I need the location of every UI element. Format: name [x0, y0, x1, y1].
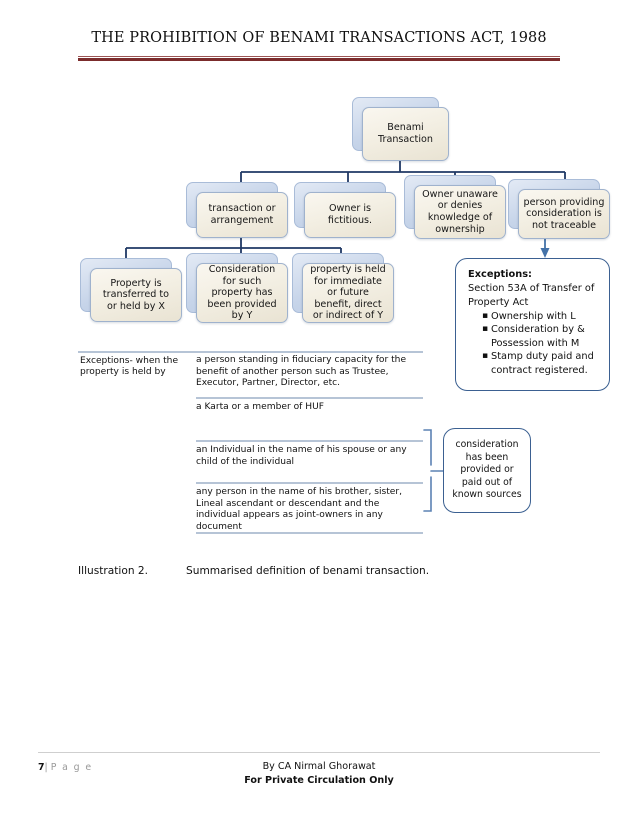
- footer-page-indicator: 7| P a g e: [38, 762, 93, 773]
- footer-center-block: By CA Nirmal Ghorawat For Private Circul…: [38, 760, 600, 787]
- table-left-header: Exceptions- when the property is held by: [80, 356, 179, 378]
- node-front-layer: transaction or arrangement: [196, 192, 288, 238]
- table-row: an Individual in the name of his spouse …: [196, 445, 407, 467]
- node-front-layer: property is held for immediate or future…: [302, 263, 394, 323]
- table-top-rule: [78, 351, 423, 353]
- exceptions-line-2: Property Act: [468, 297, 529, 308]
- table-row-separator: [196, 397, 423, 399]
- node-consideration-not-traceable[interactable]: person providing consideration is not tr…: [508, 179, 610, 239]
- footer-notice: For Private Circulation Only: [244, 774, 394, 786]
- table-bottom-rule: [196, 532, 423, 534]
- footer-rule: [38, 752, 600, 753]
- node-benami-transaction[interactable]: Benami Transaction: [352, 97, 449, 161]
- caption-text: Summarised definition of benami transact…: [186, 565, 430, 577]
- node-label: Owner unaware or denies knowledge of own…: [422, 188, 498, 235]
- header-rule: [78, 58, 560, 61]
- table-row: a Karta or a member of HUF: [196, 402, 324, 412]
- exceptions-bullet-item: Ownership with L: [482, 309, 599, 323]
- table-row-separator: [196, 482, 423, 484]
- table-row: any person in the name of his brother, s…: [196, 487, 403, 532]
- node-consideration-provided-by-y[interactable]: Consideration for such property has been…: [186, 253, 288, 323]
- node-property-held-for-benefit-of-y[interactable]: property is held for immediate or future…: [292, 253, 394, 323]
- node-property-transferred-to-x[interactable]: Property is transferred to or held by X: [80, 258, 182, 322]
- page-title: THE PROHIBITION OF BENAMI TRANSACTIONS A…: [91, 30, 547, 46]
- exceptions-title: Exceptions:: [468, 269, 532, 280]
- node-label: transaction or arrangement: [208, 203, 276, 226]
- exceptions-line-1: Section 53A of Transfer of: [468, 283, 595, 294]
- node-label: property is held for immediate or future…: [310, 264, 386, 322]
- node-front-layer: person providing consideration is not tr…: [518, 189, 610, 239]
- caption-number: Illustration 2.: [78, 565, 149, 577]
- node-label: Owner is fictitious.: [327, 203, 373, 226]
- footer-page-word: P a g e: [50, 762, 93, 773]
- figure-caption: Illustration 2. Summarised definition of…: [78, 565, 558, 577]
- node-owner-unaware-or-denies[interactable]: Owner unaware or denies knowledge of own…: [404, 175, 506, 239]
- node-front-layer: Owner unaware or denies knowledge of own…: [414, 185, 506, 239]
- node-front-layer: Owner is fictitious.: [304, 192, 396, 238]
- node-front-layer: Property is transferred to or held by X: [90, 268, 182, 322]
- table-row: a person standing in fiduciary capacity …: [196, 355, 407, 389]
- footer-page-number: 7: [38, 762, 45, 773]
- table-row-clip: any person in the name of his brother, s…: [196, 483, 423, 534]
- node-front-layer: Benami Transaction: [362, 107, 449, 161]
- footer-page-separator: |: [44, 762, 48, 773]
- exceptions-bullet-list: Ownership with L Consideration by & Poss…: [468, 309, 599, 377]
- exceptions-callout-box[interactable]: Exceptions: Section 53A of Transfer of P…: [455, 258, 610, 391]
- consideration-callout-box[interactable]: consideration has been provided or paid …: [443, 428, 531, 513]
- node-front-layer: Consideration for such property has been…: [196, 263, 288, 323]
- footer-author: By CA Nirmal Ghorawat: [262, 761, 376, 772]
- page-header: THE PROHIBITION OF BENAMI TRANSACTIONS A…: [0, 30, 638, 46]
- node-label: Property is transferred to or held by X: [102, 277, 170, 312]
- node-owner-is-fictitious[interactable]: Owner is fictitious.: [294, 182, 396, 238]
- node-label: Benami Transaction: [378, 122, 433, 145]
- page-footer: By CA Nirmal Ghorawat For Private Circul…: [38, 760, 600, 794]
- consideration-callout-label: consideration has been provided or paid …: [452, 439, 522, 501]
- node-transaction-or-arrangement[interactable]: transaction or arrangement: [186, 182, 288, 238]
- node-label: Consideration for such property has been…: [207, 264, 277, 322]
- exceptions-bullet-item: Consideration by & Possession with M: [482, 323, 599, 350]
- header-rule-thin: [78, 56, 560, 57]
- exceptions-bullet-item: Stamp duty paid and contract registered.: [482, 350, 599, 377]
- node-label: person providing consideration is not tr…: [523, 196, 605, 231]
- table-row-separator: [196, 440, 423, 442]
